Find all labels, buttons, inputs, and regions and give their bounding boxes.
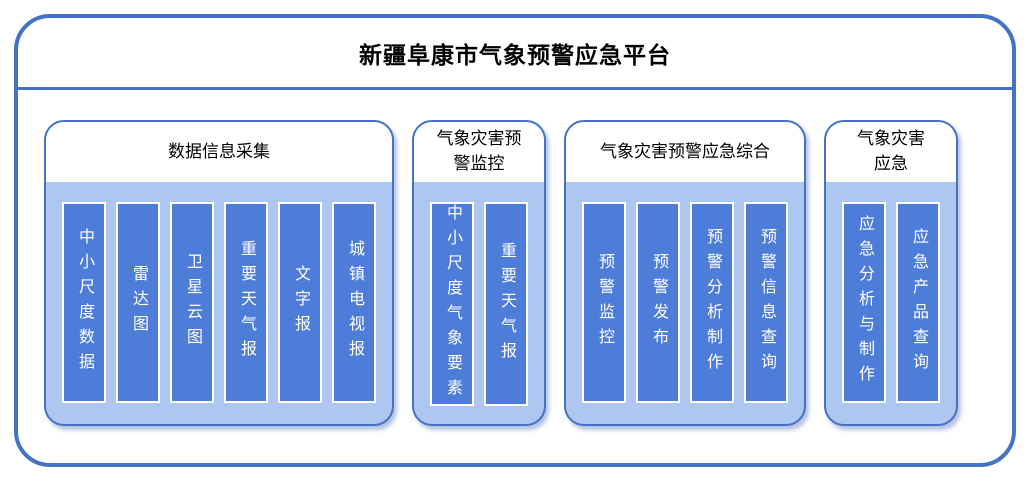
node-label: 重要天气报 — [498, 241, 515, 367]
section-panel: 气象灾害预 警监控 中小尺度气象要素 重要天气报 — [412, 120, 546, 426]
section-panel: 气象灾害 应急 应急分析与制作 应急产品查询 — [824, 120, 958, 426]
section-body: 中小尺度气象要素 重要天气报 — [414, 182, 544, 424]
node-column: 预警分析制作 — [690, 202, 734, 403]
node-column: 预警监控 — [582, 202, 626, 403]
node-label: 中小尺度数据 — [76, 227, 93, 378]
node-column: 预警发布 — [636, 202, 680, 403]
node-label: 重要天气报 — [238, 240, 255, 365]
diagram-title: 新疆阜康市气象预警应急平台 — [359, 41, 671, 68]
node-label: 雷达图 — [130, 265, 147, 340]
section-body: 预警监控 预警发布 预警分析制作 预警信息查询 — [566, 182, 804, 424]
node-label: 文字报 — [292, 265, 309, 340]
node-label: 应急分析与制作 — [856, 215, 873, 390]
node-label: 预警信息查询 — [758, 227, 775, 378]
title-band: 新疆阜康市气象预警应急平台 — [18, 18, 1012, 90]
node-column: 城镇电视报 — [332, 202, 376, 403]
section-panel: 气象灾害预警应急综合 预警监控 预警发布 预警分析制作 预警信息查询 — [564, 120, 806, 426]
node-column: 中小尺度气象要素 — [430, 202, 474, 406]
node-column: 中小尺度数据 — [62, 202, 106, 403]
node-label: 预警监控 — [596, 252, 613, 353]
section-header: 气象灾害预警应急综合 — [566, 122, 804, 182]
diagram-frame: 新疆阜康市气象预警应急平台 数据信息采集 中小尺度数据 雷达图 卫星云图 重要天… — [14, 14, 1016, 467]
node-column: 文字报 — [278, 202, 322, 403]
node-label: 预警分析制作 — [704, 227, 721, 378]
node-label: 预警发布 — [650, 252, 667, 353]
section-panel: 数据信息采集 中小尺度数据 雷达图 卫星云图 重要天气报 文字报 城镇电视报 — [44, 120, 394, 426]
node-column: 应急产品查询 — [896, 202, 940, 403]
node-label: 卫星云图 — [184, 252, 201, 353]
node-column: 应急分析与制作 — [842, 202, 886, 403]
node-label: 城镇电视报 — [346, 240, 363, 365]
node-column: 卫星云图 — [170, 202, 214, 403]
section-header: 气象灾害 应急 — [826, 122, 956, 182]
section-body: 应急分析与制作 应急产品查询 — [826, 182, 956, 424]
node-column: 雷达图 — [116, 202, 160, 403]
node-column: 预警信息查询 — [744, 202, 788, 403]
section-body: 中小尺度数据 雷达图 卫星云图 重要天气报 文字报 城镇电视报 — [46, 182, 392, 424]
section-header: 数据信息采集 — [46, 122, 392, 182]
node-label: 应急产品查询 — [910, 227, 927, 378]
node-label: 中小尺度气象要素 — [444, 204, 461, 404]
node-column: 重要天气报 — [484, 202, 528, 406]
sections-row: 数据信息采集 中小尺度数据 雷达图 卫星云图 重要天气报 文字报 城镇电视报 气… — [18, 90, 1012, 463]
section-header: 气象灾害预 警监控 — [414, 122, 544, 182]
node-column: 重要天气报 — [224, 202, 268, 403]
